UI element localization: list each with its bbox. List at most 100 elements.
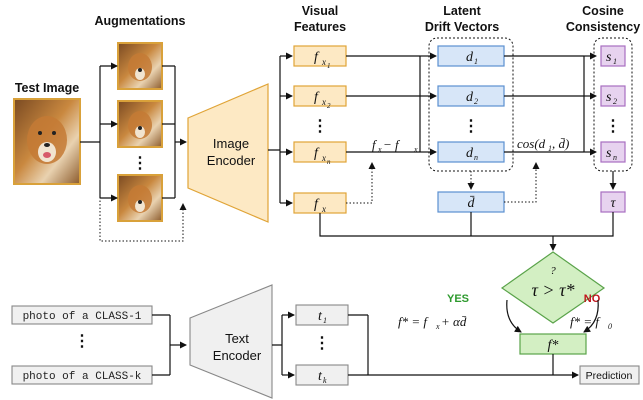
cos-sn: s n	[600, 141, 626, 163]
svg-text:1: 1	[474, 57, 478, 66]
svg-text:2: 2	[613, 97, 617, 106]
latent-drift-header-1: Latent	[443, 4, 481, 18]
svg-text:x: x	[435, 322, 440, 331]
visual-features-header-1: Visual	[302, 4, 339, 18]
svg-text:d: d	[466, 146, 474, 161]
prompt-k: photo of a CLASS-k	[11, 365, 153, 385]
text-encoder-label-2: Encoder	[213, 348, 262, 363]
cos-s1: s 1	[600, 45, 626, 67]
svg-text:t: t	[318, 309, 323, 324]
feature-fxn: f x n	[293, 141, 347, 166]
svg-text:k: k	[323, 376, 327, 385]
svg-text:f: f	[314, 146, 320, 161]
svg-text:τ: τ	[610, 196, 616, 211]
prompt-1: photo of a CLASS-1	[11, 305, 153, 325]
no-formula: f* = f 0	[570, 314, 612, 331]
svg-text:d: d	[466, 50, 474, 65]
drift-vdots: ⋮	[463, 118, 479, 135]
prompt-merge-bus	[152, 314, 171, 376]
svg-text:x: x	[321, 153, 326, 163]
cos-s2: s 2	[600, 85, 626, 107]
svg-text:− f: − f	[383, 137, 401, 152]
svg-text:n: n	[327, 158, 331, 166]
merge-line-to-decision	[319, 212, 614, 237]
svg-text:f: f	[314, 90, 320, 105]
dotted-dbar-to-cos	[504, 162, 540, 203]
svg-text:cos(d: cos(d	[517, 136, 546, 151]
decision-question-mark: ?	[550, 265, 556, 277]
encoder-out-bus	[268, 56, 281, 203]
feature-fx2: f x 2	[293, 85, 347, 110]
drift-d2: d 2	[437, 85, 505, 107]
cos-vdots: ⋮	[605, 118, 621, 135]
visual-features-header-2: Features	[294, 20, 346, 34]
svg-text:n: n	[613, 153, 617, 162]
svg-text:s: s	[606, 146, 612, 161]
augmentation-image	[117, 100, 163, 148]
svg-text:f: f	[314, 197, 320, 212]
diff-formula: f x − f x	[372, 137, 418, 154]
svg-text:1: 1	[548, 144, 552, 153]
svg-text:f: f	[314, 50, 320, 65]
svg-text:1: 1	[327, 62, 331, 70]
yes-label: YES	[447, 293, 469, 305]
svg-text:f: f	[372, 137, 378, 152]
augmentations-header: Augmentations	[95, 14, 186, 28]
svg-text:x: x	[413, 145, 418, 154]
augmentation-image	[117, 174, 163, 222]
svg-text:n: n	[474, 153, 478, 162]
svg-text:d: d	[466, 90, 474, 105]
tau-box: τ	[600, 191, 626, 213]
svg-text:0: 0	[608, 322, 612, 331]
final-feature: f*	[519, 333, 587, 355]
drift-dn: d n	[437, 141, 505, 163]
prediction-box: Prediction	[579, 365, 640, 385]
prompt-vdots: ⋮	[74, 333, 90, 350]
text-encoder-label-1: Text	[225, 331, 249, 346]
text-feature-tk: t k	[295, 364, 349, 386]
svg-text:d̄: d̄	[468, 195, 476, 211]
text-feature-t1: t 1	[295, 304, 349, 326]
dotted-fx-to-diff	[346, 162, 376, 204]
feature-merge-bus	[346, 55, 421, 153]
svg-text:x: x	[377, 145, 382, 154]
svg-text:x: x	[321, 97, 326, 107]
yes-formula: f* = f x + αd̄	[398, 314, 467, 331]
svg-text:+ αd̄: + αd̄	[441, 314, 467, 329]
cosine-header-1: Cosine	[582, 4, 624, 18]
yes-arrow	[506, 299, 522, 333]
drift-merge-bus	[504, 55, 585, 153]
svg-text:s: s	[606, 50, 612, 65]
drift-d1: d 1	[437, 45, 505, 67]
svg-text:x: x	[321, 57, 326, 67]
test-image	[13, 98, 81, 185]
svg-text:Prediction: Prediction	[586, 370, 633, 382]
svg-text:2: 2	[327, 102, 331, 110]
svg-text:, d̄): , d̄)	[552, 136, 569, 151]
no-arrow	[583, 299, 599, 333]
decision-diamond	[500, 251, 606, 324]
svg-text:s: s	[606, 90, 612, 105]
text-encoder	[189, 284, 273, 399]
svg-text:2: 2	[474, 97, 478, 106]
drift-mean: d̄	[437, 191, 505, 213]
drift-group-frame	[428, 37, 514, 172]
text-encoder-out-bus	[272, 315, 283, 375]
svg-text:f* = f: f* = f	[570, 314, 601, 329]
aug-vdots: ⋮	[132, 155, 148, 172]
feature-vdots: ⋮	[312, 118, 328, 135]
svg-text:f*: f*	[548, 338, 559, 353]
cosine-group-frame	[593, 37, 633, 172]
image-encoder-label-2: Encoder	[207, 153, 256, 168]
text-feature-vdots: ⋮	[314, 335, 330, 352]
latent-drift-header-2: Drift Vectors	[425, 20, 499, 34]
aug-merge-bus	[162, 65, 176, 199]
image-encoder	[187, 83, 269, 223]
svg-text:t: t	[318, 369, 323, 384]
augmentation-image	[117, 42, 163, 90]
cos-formula: cos(d 1 , d̄)	[517, 136, 569, 153]
no-label: NO	[584, 293, 601, 305]
svg-text:x: x	[321, 204, 326, 214]
decision-condition: τ > τ*	[531, 280, 574, 300]
